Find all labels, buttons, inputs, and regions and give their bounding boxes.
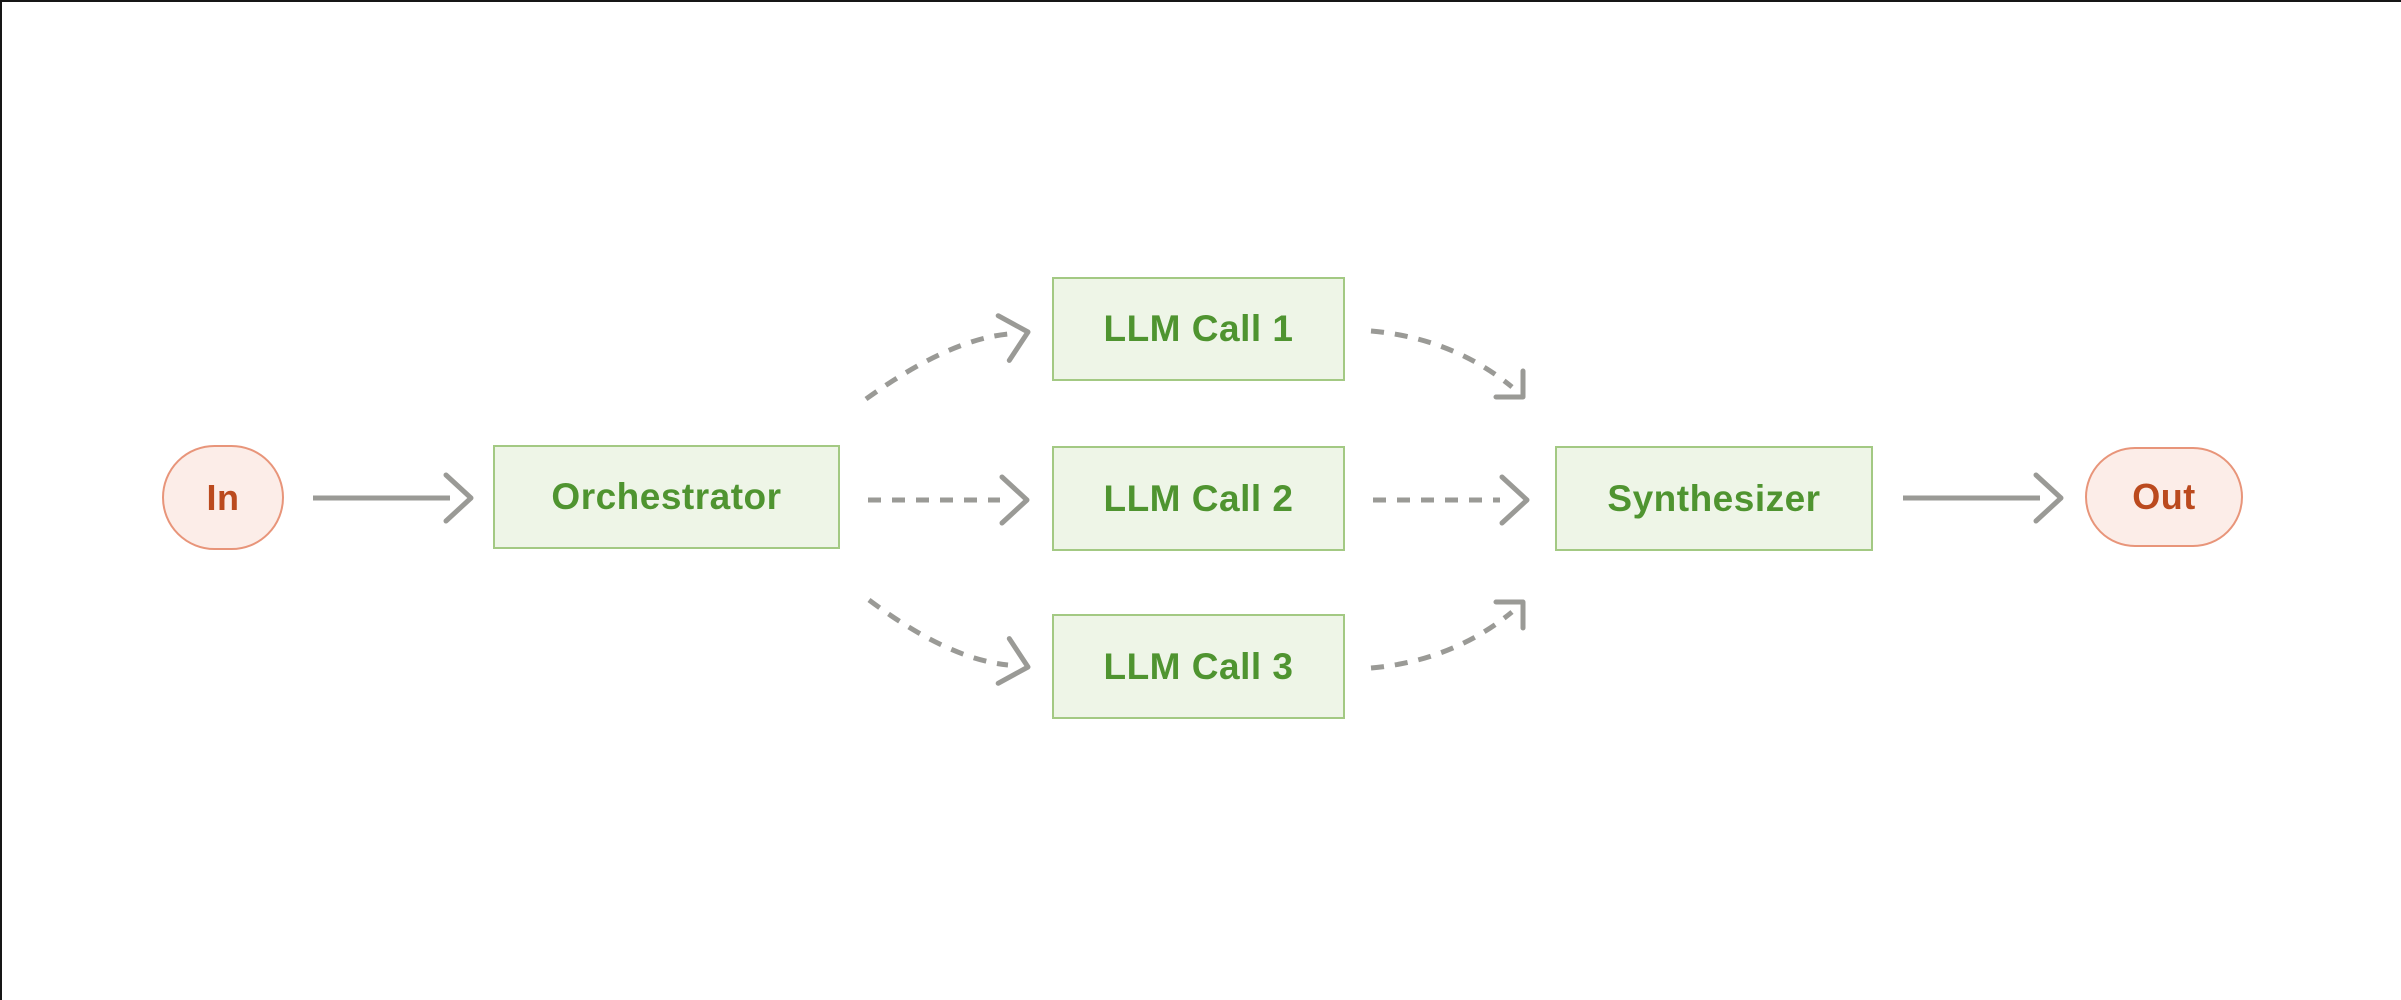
- node-out-label: Out: [2132, 476, 2196, 517]
- edge-in-to-orchestrator: [313, 472, 474, 524]
- node-llm-call-3: LLM Call 3: [1052, 614, 1345, 719]
- node-llm-call-2: LLM Call 2: [1052, 446, 1345, 551]
- node-llm-call-2-label: LLM Call 2: [1103, 477, 1294, 519]
- edge-llm-call-1-to-synthesizer: [1370, 328, 1526, 400]
- node-llm-call-1: LLM Call 1: [1052, 277, 1345, 381]
- screen-left-border-line: [0, 0, 2, 1000]
- screen-top-border-line: [0, 0, 2401, 2]
- edge-orchestrator-to-llm-call-3: [867, 597, 1031, 686]
- edge-orchestrator-to-llm-call-1: [864, 313, 1031, 402]
- node-out: Out: [2085, 447, 2243, 547]
- node-orchestrator: Orchestrator: [493, 445, 840, 549]
- node-llm-call-1-label: LLM Call 1: [1103, 308, 1294, 349]
- node-llm-call-3-label: LLM Call 3: [1103, 645, 1294, 687]
- edge-llm-call-2-to-synthesizer: [1373, 474, 1530, 526]
- node-synthesizer-label: Synthesizer: [1607, 477, 1821, 519]
- node-synthesizer: Synthesizer: [1555, 446, 1873, 551]
- edge-llm-call-3-to-synthesizer: [1370, 599, 1526, 671]
- node-in-label: In: [206, 476, 240, 518]
- node-orchestrator-label: Orchestrator: [551, 476, 782, 517]
- node-in: In: [162, 445, 284, 550]
- edge-orchestrator-to-llm-call-2: [868, 474, 1030, 526]
- edge-synthesizer-to-out: [1903, 472, 2064, 524]
